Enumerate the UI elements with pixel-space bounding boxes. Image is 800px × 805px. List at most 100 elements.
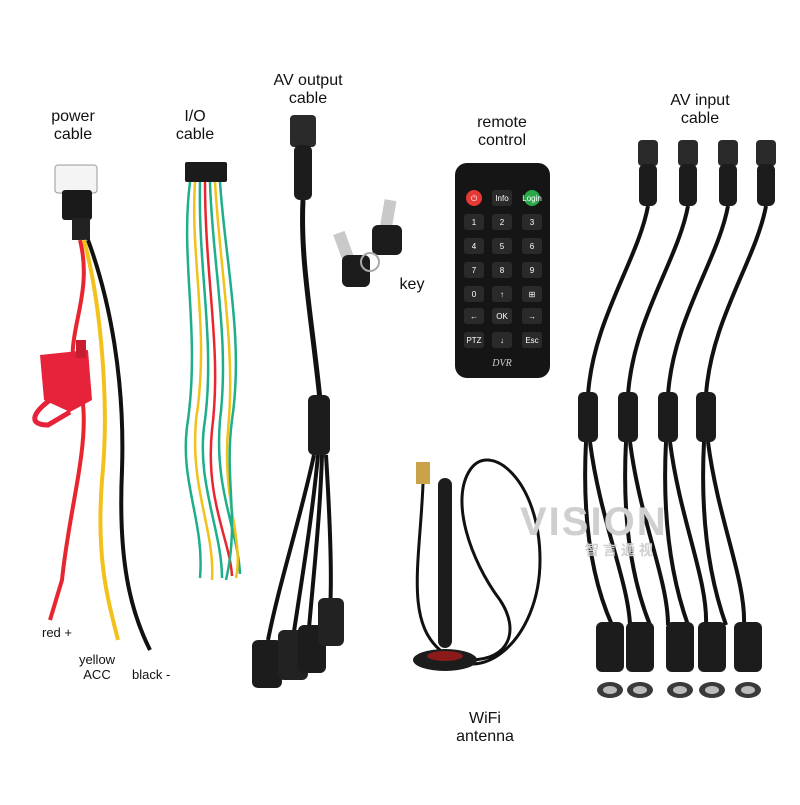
power-cable — [32, 164, 152, 651]
fuse-holder — [40, 350, 92, 412]
av-output-cable — [252, 115, 344, 688]
label-io-cable-line1: I/O — [184, 108, 206, 125]
label-io-cable-line2: cable — [175, 126, 215, 143]
av-input-top-connector — [638, 140, 658, 166]
remote-key-label: 5 — [500, 242, 505, 251]
remote-key-label: ⏻ — [471, 194, 478, 203]
label-av-output-line1: AV output — [273, 72, 343, 89]
av-input-ferrite — [578, 392, 598, 442]
remote-key: 8 — [492, 262, 512, 278]
remote-key: OK — [492, 308, 512, 324]
label-yellow-wire: yellow ACC — [74, 652, 120, 682]
keys — [333, 199, 402, 287]
remote-key: ↑ — [492, 286, 512, 302]
label-black-wire: black - — [132, 667, 171, 682]
remote-key: 1 — [464, 214, 484, 230]
watermark-logo: VISION — [520, 500, 668, 544]
remote-key: PTZ — [464, 332, 484, 348]
remote-key-label: Info — [495, 194, 509, 203]
remote-key-label: → — [528, 312, 536, 321]
remote-key-label: Esc — [525, 336, 538, 345]
label-key: key — [399, 276, 425, 293]
av-output-plug-1 — [252, 640, 282, 688]
remote-key: Login — [522, 190, 542, 206]
black-wire — [86, 239, 152, 651]
key-2 — [372, 225, 402, 255]
label-av-output-cable: AV output cable — [258, 72, 358, 108]
remote-key: Esc — [522, 332, 542, 348]
key-1 — [342, 255, 370, 287]
io-cable — [184, 162, 242, 581]
remote-key: ⏻ — [466, 190, 482, 206]
remote-key: 4 — [464, 238, 484, 254]
label-yellow-line1: yellow — [78, 652, 116, 667]
remote-key: ← — [464, 308, 484, 324]
av-input-cable — [696, 140, 776, 626]
label-remote-control: remote control — [462, 114, 542, 150]
label-wifi-line1: WiFi — [469, 710, 501, 727]
io-connector — [185, 162, 227, 182]
av-input-top-boot — [719, 164, 737, 206]
av-input-plug — [734, 622, 762, 698]
remote-key-label: 1 — [472, 218, 477, 227]
sma-connector — [416, 462, 430, 484]
av-input-plug — [626, 622, 654, 698]
antenna-whip — [438, 478, 452, 648]
label-yellow-line2: ACC — [83, 667, 111, 682]
av-input-cable — [658, 140, 738, 626]
remote-key-label: Login — [522, 194, 542, 203]
key-ring — [360, 252, 380, 272]
av-output-splitter — [308, 395, 330, 455]
remote-key-label: ↑ — [500, 290, 504, 299]
av-input-top-connector — [718, 140, 738, 166]
remote-key: ↓ — [492, 332, 512, 348]
label-wifi-antenna: WiFi antenna — [445, 710, 525, 746]
remote-brand: DVR — [491, 358, 511, 369]
remote-key: ⊞ — [522, 286, 542, 302]
remote-key: 0 — [464, 286, 484, 302]
av-input-ferrite — [696, 392, 716, 442]
remote-key: 7 — [464, 262, 484, 278]
label-power-cable: power cable — [38, 108, 108, 144]
red-wire — [48, 239, 86, 621]
base-ring — [427, 651, 463, 661]
remote-key-label: 8 — [500, 266, 505, 275]
remote-key: 2 — [492, 214, 512, 230]
power-connector-white — [54, 164, 98, 194]
fuse-cap — [76, 340, 86, 358]
label-remote-line1: remote — [477, 114, 527, 131]
label-av-input-line1: AV input — [670, 92, 730, 109]
av-input-ferrite — [658, 392, 678, 442]
remote-key: 9 — [522, 262, 542, 278]
av-input-top-connector — [756, 140, 776, 166]
fuse-holder-loop — [32, 398, 72, 428]
av-input-top-boot — [757, 164, 775, 206]
label-av-input-cable: AV input cable — [650, 92, 750, 128]
av-input-top-boot — [639, 164, 657, 206]
label-av-input-line2: cable — [680, 110, 720, 127]
label-io-cable: I/O cable — [165, 108, 225, 144]
av-input-plug — [596, 622, 624, 698]
wifi-antenna — [413, 458, 542, 671]
remote-key-label: 4 — [472, 242, 477, 251]
remote-key-label: PTZ — [466, 336, 481, 345]
remote-key-label: 6 — [530, 242, 535, 251]
yellow-wire — [82, 239, 120, 641]
av-input-cable — [578, 140, 658, 626]
remote-key-label: ← — [470, 312, 478, 321]
label-power-cable-line2: cable — [53, 126, 93, 143]
remote-key: 5 — [492, 238, 512, 254]
power-connector-boot — [62, 190, 92, 220]
remote-key-label: 9 — [530, 266, 535, 275]
av-output-top-boot — [294, 145, 312, 200]
av-input-cables — [578, 140, 776, 698]
av-input-plug — [698, 622, 726, 698]
remote-key-label: 2 — [500, 218, 505, 227]
av-input-plug — [666, 622, 694, 698]
av-output-plug-4 — [318, 598, 344, 646]
watermark-subtitle: 智言通视 — [585, 542, 657, 558]
